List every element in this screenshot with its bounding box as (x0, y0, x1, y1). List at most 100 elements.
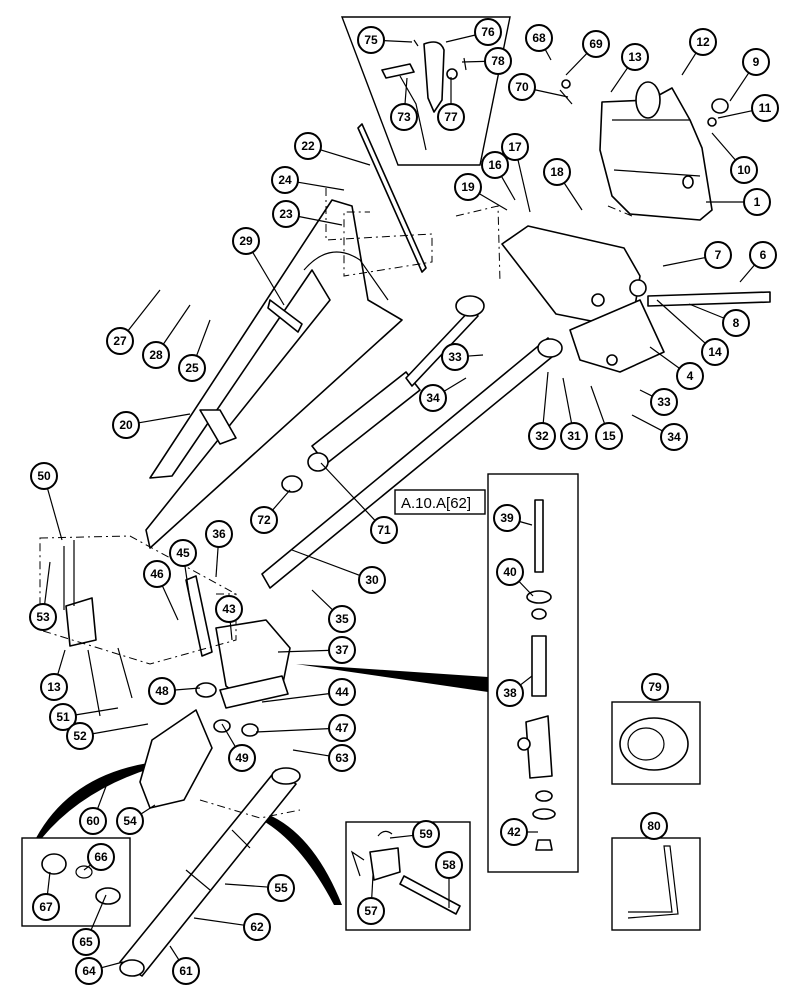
callout-number: 52 (73, 729, 87, 743)
callout-75: 75 (357, 26, 413, 54)
leader-line (174, 687, 201, 691)
leader-line (90, 894, 107, 931)
callout-number: 34 (426, 391, 440, 405)
callout-number: 57 (364, 904, 378, 918)
leader-line (500, 175, 516, 201)
callout-44: 44 (261, 678, 356, 706)
leader-line (161, 585, 179, 621)
callout-number: 70 (515, 80, 529, 94)
callout-number: 29 (239, 234, 253, 248)
callout-79: 79 (641, 673, 669, 701)
leader-line (255, 728, 330, 733)
callout-13: 13 (40, 649, 68, 701)
leader-line (169, 945, 180, 961)
callout-circle (29, 603, 57, 631)
callout-circle (722, 309, 750, 337)
leader-line (681, 52, 697, 76)
leader-line (297, 181, 345, 191)
callout-number: 33 (448, 350, 462, 364)
callout-28: 28 (142, 304, 191, 369)
callout-circle (525, 24, 553, 52)
callout-circle (357, 897, 385, 925)
callout-58: 58 (435, 851, 463, 908)
leader-line (127, 289, 161, 332)
callout-number: 13 (628, 50, 642, 64)
leader-line (519, 520, 533, 526)
callout-24: 24 (271, 166, 345, 194)
leader-line (389, 834, 414, 839)
callout-number: 20 (119, 418, 133, 432)
leader-line (610, 67, 629, 93)
callout-circle (730, 156, 758, 184)
leader-line (563, 182, 583, 211)
leader-line (320, 149, 371, 166)
pivot-bracket (501, 225, 771, 373)
leader-line (261, 693, 330, 703)
callout-12: 12 (681, 28, 717, 76)
callout-number: 63 (335, 751, 349, 765)
leader-line (445, 34, 476, 43)
leader-line (224, 883, 269, 888)
leader-line (519, 675, 533, 686)
callout-circle (232, 227, 260, 255)
callout-circle (484, 47, 512, 75)
callout-circle (40, 673, 68, 701)
callout-circle (328, 714, 356, 742)
leader-line (252, 251, 285, 306)
callout-circle (215, 595, 243, 623)
leader-line (565, 52, 588, 76)
callout-number: 16 (488, 158, 502, 172)
pin-inset-parts (350, 830, 461, 915)
callout-27: 27 (106, 289, 161, 355)
callout-34: 34 (631, 414, 688, 451)
reference-label: A.10.A[62] (401, 495, 471, 512)
callout-number: 73 (397, 110, 411, 124)
leader-line (97, 780, 109, 810)
callout-circle (66, 722, 94, 750)
callout-number: 14 (708, 345, 722, 359)
callout-circle (660, 423, 688, 451)
callout-17: 17 (501, 133, 531, 213)
leader-line (298, 215, 343, 226)
callout-circle (30, 462, 58, 490)
lower-tube-55 (119, 767, 301, 977)
callout-number: 48 (155, 684, 169, 698)
leader-line (229, 621, 233, 641)
callout-number: 71 (377, 523, 391, 537)
leader-line (443, 377, 467, 392)
leader-line (184, 565, 191, 601)
leader-line (562, 377, 573, 424)
callout-number: 64 (82, 964, 96, 978)
callout-circle (676, 362, 704, 390)
leader-line (221, 723, 236, 748)
callout-circle (271, 166, 299, 194)
callout-39: 39 (493, 504, 533, 532)
callout-circle (641, 673, 669, 701)
callout-37: 37 (277, 636, 356, 664)
callout-number: 8 (733, 316, 740, 330)
callout-19: 19 (454, 173, 508, 211)
callout-number: 31 (567, 429, 581, 443)
callout-circle (481, 151, 509, 179)
callout-circle (243, 913, 271, 941)
leader-line (631, 414, 663, 432)
callout-circle (272, 200, 300, 228)
leader-line (196, 319, 211, 357)
callout-number: 43 (222, 602, 236, 616)
callout-circle (87, 843, 115, 871)
callout-circle (267, 874, 295, 902)
leader-line (44, 561, 51, 605)
callout-number: 25 (185, 361, 199, 375)
callout-circle (178, 354, 206, 382)
leader-line (92, 723, 149, 735)
leader-line (101, 961, 124, 969)
leader-line (590, 385, 606, 424)
callout-47: 47 (255, 714, 356, 742)
callout-number: 62 (250, 920, 264, 934)
callout-16: 16 (481, 151, 516, 201)
callout-circle (437, 103, 465, 131)
leader-line (656, 299, 706, 344)
callout-11: 11 (717, 94, 779, 122)
callout-circle (595, 422, 623, 450)
